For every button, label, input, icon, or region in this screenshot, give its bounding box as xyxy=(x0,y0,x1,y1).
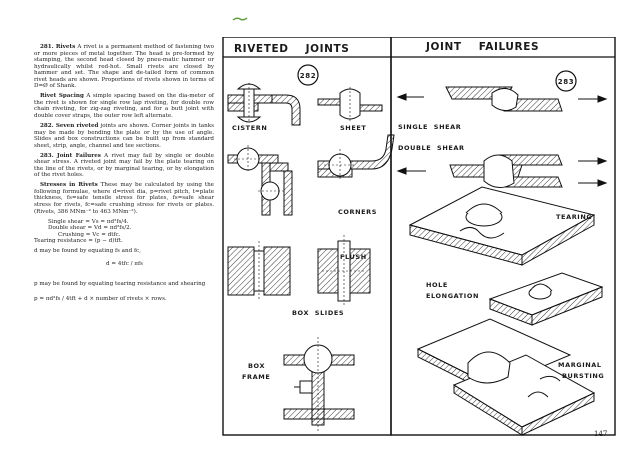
label-flush: FLUSH xyxy=(340,253,367,261)
section-281-body: A rivet is a permanent method of fasteni… xyxy=(34,44,215,90)
section-283-body: A rivet may fail by single or double she… xyxy=(34,152,214,179)
label-marginal: MARGINAL xyxy=(558,361,602,369)
badge-283: 283 xyxy=(555,70,577,92)
label-bursting: BURSTING xyxy=(562,372,604,380)
corner-joint-left-drawing xyxy=(227,145,293,216)
page-number: 147 xyxy=(594,430,608,438)
riveted-joints-title: RIVETED JOINTS xyxy=(234,43,349,55)
stresses-heading: Stresses in Rivets xyxy=(40,182,98,189)
label-box-frame-1: BOX xyxy=(248,362,265,370)
stresses-in-rivets: Stresses in Rivets These may be calculat… xyxy=(34,182,214,215)
label-box-slides: BOX SLIDES xyxy=(292,309,344,317)
label-tearing: TEARING xyxy=(556,213,592,221)
badge-282: 282 xyxy=(297,64,319,86)
label-sheet: SHEET xyxy=(340,124,366,132)
formula-crushing: Crushing = Vc = dtfc. xyxy=(58,231,121,238)
formula-single-shear: Single shear = Vs = πd²fs/4. xyxy=(48,218,129,225)
label-single-shear: SINGLE SHEAR xyxy=(398,123,461,131)
section-281-heading: 281. Rivets xyxy=(40,44,76,50)
rivet-spacing-body: A simple spacing based on the dia-meter … xyxy=(34,93,214,119)
section-283: 283. Joint Failures A rivet may fail by … xyxy=(34,153,214,179)
stray-mark xyxy=(232,17,248,21)
d-formula: d = 4tfc / πfs xyxy=(106,260,143,267)
tearing-drawing xyxy=(408,186,596,266)
flush-joint-drawing xyxy=(227,235,371,307)
p-formula: p = πd²fs / 4tft + d × number of rivets … xyxy=(34,295,167,302)
double-shear-drawing xyxy=(396,154,608,188)
section-282-body: joints are shown. Corner joints in tanks… xyxy=(34,123,215,149)
rivet-spacing: Rivet Spacing A simple spacing based on … xyxy=(34,93,214,119)
single-shear-drawing xyxy=(396,86,608,112)
svg-text:282: 282 xyxy=(300,72,316,80)
section-282: 282. Seven riveted joints are shown. Cor… xyxy=(34,123,214,149)
label-corners: CORNERS xyxy=(338,208,377,216)
formula-double-shear: Double shear = Vd = πd²fs/2. xyxy=(48,225,132,232)
label-elongation: ELONGATION xyxy=(426,292,479,300)
formula-tearing: Tearing resistance = (p − d)tft. xyxy=(34,238,123,245)
d-line: d may be found by equating fs and fc, xyxy=(34,248,141,255)
section-282-heading: 282. Seven riveted xyxy=(40,123,99,130)
section-281: 281. Rivets A rivet is a permanent metho… xyxy=(34,44,214,90)
svg-text:283: 283 xyxy=(558,78,574,86)
sheet-joint-drawing xyxy=(317,87,383,121)
joint-failures-title: JOINT FAILURES xyxy=(425,41,539,53)
marginal-bursting-drawing xyxy=(416,318,596,436)
stresses-body: These may be calculated by using the fol… xyxy=(34,182,214,215)
rivet-diagram-panel: RIVETED JOINTS JOINT FAILURES 282 283 CI… xyxy=(222,37,616,436)
box-frame-drawing xyxy=(283,337,355,433)
section-283-heading: 283. Joint Failures xyxy=(40,152,101,159)
hole-elongation-drawing xyxy=(488,272,604,326)
joint-failures-frame xyxy=(390,37,616,436)
label-hole: HOLE xyxy=(426,281,448,289)
rivet-spacing-heading: Rivet Spacing xyxy=(40,93,84,100)
text-column: 281. Rivets A rivet is a permanent metho… xyxy=(34,44,214,306)
label-box-frame-2: FRAME xyxy=(242,373,270,381)
label-double-shear: DOUBLE SHEAR xyxy=(398,144,465,152)
label-cistern: CISTERN xyxy=(232,124,267,132)
p-line: p may be found by equating tearing resis… xyxy=(34,281,206,288)
corner-joint-right-drawing xyxy=(317,134,395,181)
cistern-joint-drawing xyxy=(227,83,301,126)
